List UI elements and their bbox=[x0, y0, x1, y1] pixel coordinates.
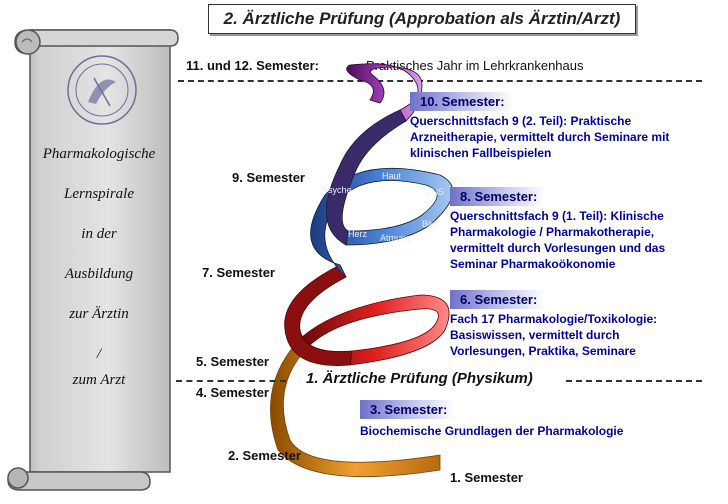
info-box-10: 10. Semester: Querschnittsfach 9 (2. Tei… bbox=[410, 92, 669, 161]
university-seal-icon bbox=[67, 55, 137, 125]
info-box-8-text: Querschnittsfach 9 (1. Teil): Klinische … bbox=[450, 209, 666, 271]
ribbon-word-haut: Haut bbox=[382, 171, 402, 181]
pj-divider bbox=[178, 80, 702, 82]
semester-label-2: 2. Semester bbox=[228, 448, 301, 463]
spiral-segment-purple bbox=[346, 63, 423, 122]
ribbon-word-zns: ZNS bbox=[426, 187, 444, 197]
physikum-label: 1. Ärztliche Prüfung (Physikum) bbox=[306, 370, 533, 387]
info-box-6-text: Fach 17 Pharmakologie/Toxikologie: Basis… bbox=[450, 312, 658, 358]
info-box-3: 3. Semester: Biochemische Grundlagen der… bbox=[360, 400, 623, 439]
info-box-10-heading: 10. Semester: bbox=[410, 92, 513, 111]
semester-label-7: 7. Semester bbox=[202, 265, 275, 280]
pj-text: Praktisches Jahr im Lehrkrankenhaus bbox=[366, 58, 584, 73]
scroll-line-2: Lernspirale bbox=[63, 186, 134, 202]
scroll-line-7: zum Arzt bbox=[72, 372, 126, 388]
semester-label-9: 9. Semester bbox=[232, 170, 305, 185]
ribbon-word-blut: Blut bbox=[422, 219, 438, 229]
info-box-8: 8. Semester: Querschnittsfach 9 (1. Teil… bbox=[450, 187, 665, 272]
info-box-3-text: Biochemische Grundlagen der Pharmakologi… bbox=[360, 424, 624, 438]
learning-spiral: Psyche Haut ZNS Herz Atmung Blut bbox=[270, 63, 454, 478]
ribbon-word-herz: Herz bbox=[348, 229, 368, 239]
scroll-line-6: / bbox=[96, 346, 102, 362]
scroll-line-5: zur Ärztin bbox=[69, 306, 129, 322]
info-box-3-heading: 3. Semester: bbox=[360, 400, 456, 419]
scroll-line-3: in der bbox=[81, 226, 117, 242]
spiral-segment-gold bbox=[270, 336, 441, 478]
scroll-graphic bbox=[7, 29, 179, 491]
ribbon-word-atmung: Atmung bbox=[380, 233, 411, 243]
physikum-divider-right bbox=[566, 380, 702, 382]
info-box-10-text: Querschnittsfach 9 (2. Teil): Praktische… bbox=[410, 114, 670, 160]
physikum-divider-left bbox=[176, 380, 286, 382]
scroll-line-4: Ausbildung bbox=[64, 266, 134, 282]
semester-label-5: 5. Semester bbox=[196, 354, 269, 369]
exam-title: 2. Ärztliche Prüfung (Approbation als Är… bbox=[208, 4, 636, 34]
scroll-line-1: Pharmakologische bbox=[42, 146, 156, 162]
semester-label-1: 1. Semester bbox=[450, 470, 523, 485]
ribbon-word-psyche: Psyche bbox=[322, 185, 352, 195]
info-box-6: 6. Semester: Fach 17 Pharmakologie/Toxik… bbox=[450, 290, 657, 359]
pj-semester-label: 11. und 12. Semester: bbox=[186, 58, 319, 73]
info-box-8-heading: 8. Semester: bbox=[450, 187, 546, 206]
semester-label-4: 4. Semester bbox=[196, 385, 269, 400]
info-box-6-heading: 6. Semester: bbox=[450, 290, 546, 309]
